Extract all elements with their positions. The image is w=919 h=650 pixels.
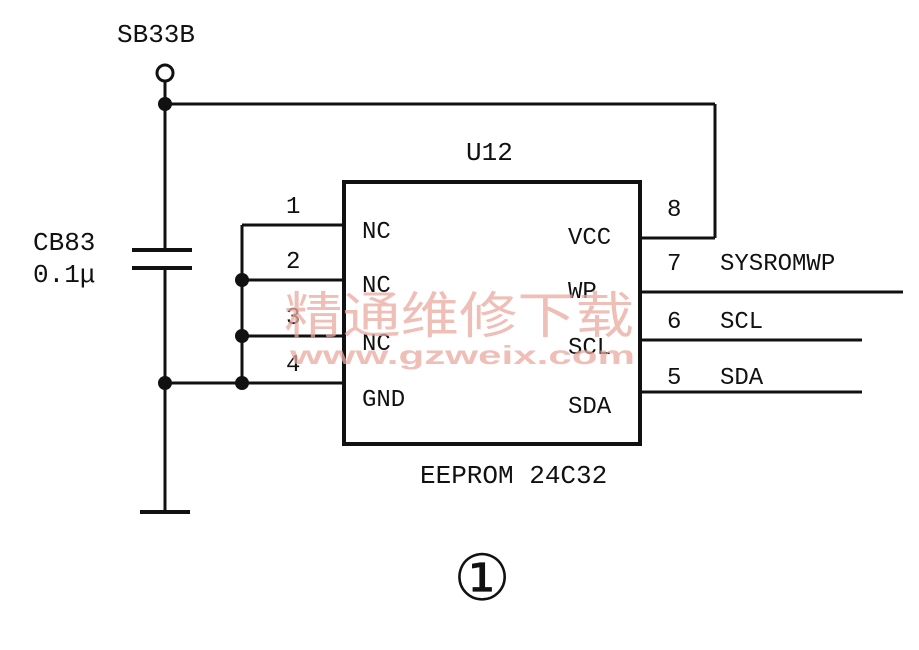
pin5-number: 5 <box>667 365 681 392</box>
pin1-number: 1 <box>286 194 300 221</box>
net-label-scl: SCL <box>720 309 763 336</box>
figure-number: ① <box>453 542 510 616</box>
pin3-number: 3 <box>286 305 300 332</box>
power-junction-dot <box>158 97 172 111</box>
pin2-name: NC <box>362 273 391 300</box>
junction-dot-pin4 <box>235 376 249 390</box>
pin4-name: GND <box>362 387 405 414</box>
capacitor-value: 0.1μ <box>33 260 95 290</box>
watermark-text: 精通维修下载 <box>284 287 634 345</box>
power-label: SB33B <box>117 20 195 50</box>
pin7-number: 7 <box>667 251 681 278</box>
junction-dot-pin3 <box>235 329 249 343</box>
pin8-number: 8 <box>667 197 681 224</box>
net-label-sda: SDA <box>720 365 764 392</box>
pin5-name: SDA <box>568 394 612 421</box>
pin1-name: NC <box>362 219 391 246</box>
chip-body <box>342 180 642 446</box>
watermark-url: www.gzweix.com <box>288 340 635 370</box>
pin6-name: SCL <box>568 335 611 362</box>
pin3-name: NC <box>362 331 391 358</box>
chip-part-label: EEPROM 24C32 <box>420 461 607 491</box>
capacitor-ref: CB83 <box>33 228 95 258</box>
pin8-name: VCC <box>568 225 611 252</box>
pin7-name: WP <box>568 279 597 306</box>
pin4-number: 4 <box>286 352 300 379</box>
pin2-number: 2 <box>286 249 300 276</box>
pin6-number: 6 <box>667 309 681 336</box>
junction-dot-gnd <box>158 376 172 390</box>
net-label-sysromwp: SYSROMWP <box>720 251 835 278</box>
chip-ref: U12 <box>466 138 513 168</box>
junction-dot-pin2 <box>235 273 249 287</box>
power-terminal-circle <box>155 63 175 83</box>
